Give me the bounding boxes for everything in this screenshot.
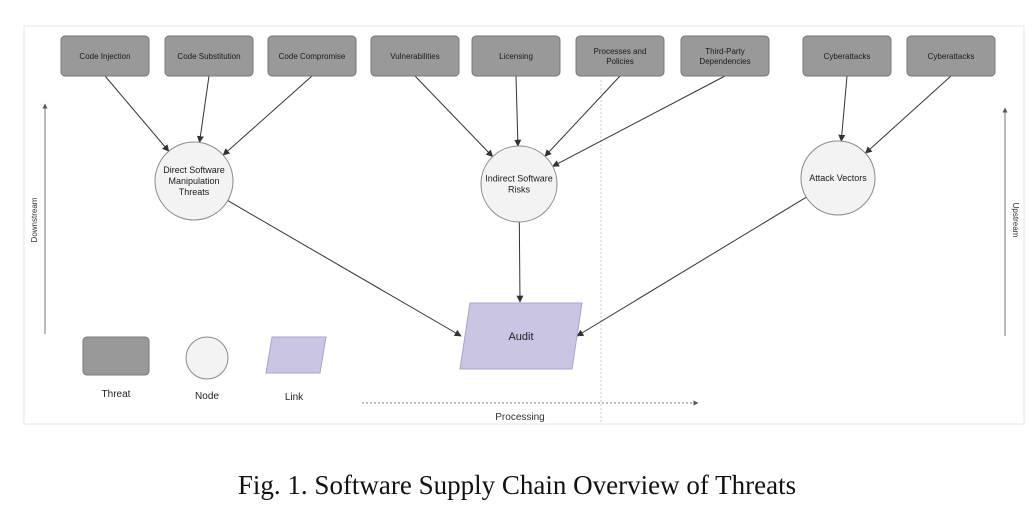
node-circle: Attack Vectors <box>800 140 876 216</box>
node-circle-shape <box>800 140 876 216</box>
threat-box-shape <box>60 35 150 77</box>
legend-link-shape <box>265 336 327 374</box>
threat-label: Vulnerabilities <box>390 52 440 61</box>
edges-group <box>104 75 952 337</box>
audit-link: Audit <box>459 302 583 370</box>
edge-arrow <box>196 75 210 144</box>
threat-label: Policies <box>606 57 634 66</box>
edge-arrow <box>516 221 524 303</box>
threat-box-shape <box>267 35 357 77</box>
diagram-frame <box>23 25 1025 425</box>
threat-box: Cyberattacks <box>802 35 892 77</box>
legend-node-label: Node <box>195 391 219 402</box>
legend-link-label: Link <box>285 392 304 403</box>
threat-box: Code Injection <box>60 35 150 77</box>
legend-threat-shape <box>82 336 150 376</box>
threat-label: Third-Party <box>705 47 745 56</box>
audit-label: Audit <box>508 331 533 343</box>
threat-box-shape <box>575 35 665 77</box>
legend: Threat Node Link <box>82 336 327 403</box>
edge-arrow <box>227 200 462 337</box>
processing-axis: Processing <box>362 400 699 423</box>
threat-label: Cyberattacks <box>824 52 871 61</box>
audit-parallelogram <box>459 302 583 370</box>
edge-arrow <box>414 75 494 158</box>
edge-arrow <box>544 75 621 157</box>
threat-box-shape <box>680 35 770 77</box>
threat-label: Licensing <box>499 52 533 61</box>
threat-label: Cyberattacks <box>928 52 975 61</box>
edge-arrow <box>864 75 952 154</box>
edge-arrow <box>576 196 807 337</box>
node-label: Manipulation <box>168 176 219 186</box>
supply-chain-diagram: Code Injection Code Substitution Code Comp… <box>23 25 1025 425</box>
threat-box-shape <box>906 35 996 77</box>
processing-label: Processing <box>495 412 544 423</box>
threat-label: Processes and <box>594 47 647 56</box>
node-label: Risks <box>508 185 530 195</box>
threat-box: Cyberattacks <box>906 35 996 77</box>
downstream-axis: Downstream <box>30 103 48 334</box>
threat-box: Code Substitution <box>164 35 254 77</box>
threat-box: Vulnerabilities <box>370 35 460 77</box>
edge-arrow <box>838 75 848 142</box>
edge-arrow <box>222 75 313 156</box>
threat-label: Code Compromise <box>279 52 346 61</box>
edge-arrow <box>104 75 170 152</box>
edge-arrow <box>552 75 726 167</box>
node-label: Indirect Software <box>485 174 553 184</box>
node-label: Threats <box>179 187 210 197</box>
threat-label: Code Injection <box>79 52 130 61</box>
threat-box-shape <box>802 35 892 77</box>
threat-label: Dependencies <box>699 57 750 66</box>
legend-node-shape <box>185 336 229 380</box>
figure-caption: Fig. 1. Software Supply Chain Overview o… <box>237 470 797 500</box>
upstream-label: Upstream <box>1011 203 1020 238</box>
downstream-label: Downstream <box>30 197 39 242</box>
threats-group: Code Injection Code Substitution Code Comp… <box>60 35 996 77</box>
threat-label: Code Substitution <box>177 52 240 61</box>
node-label: Direct Software <box>163 165 225 175</box>
upstream-axis: Upstream <box>1002 107 1020 336</box>
legend-threat-label: Threat <box>102 389 131 400</box>
threat-box-shape <box>370 35 460 77</box>
threat-box-shape <box>164 35 254 77</box>
threat-box: Licensing <box>471 35 561 77</box>
node-circle-shape <box>480 145 558 223</box>
node-circle-shape <box>154 141 234 221</box>
edge-arrow <box>514 75 522 147</box>
threat-box: Code Compromise <box>267 35 357 77</box>
node-label: Attack Vectors <box>809 173 867 183</box>
threat-box-shape <box>471 35 561 77</box>
